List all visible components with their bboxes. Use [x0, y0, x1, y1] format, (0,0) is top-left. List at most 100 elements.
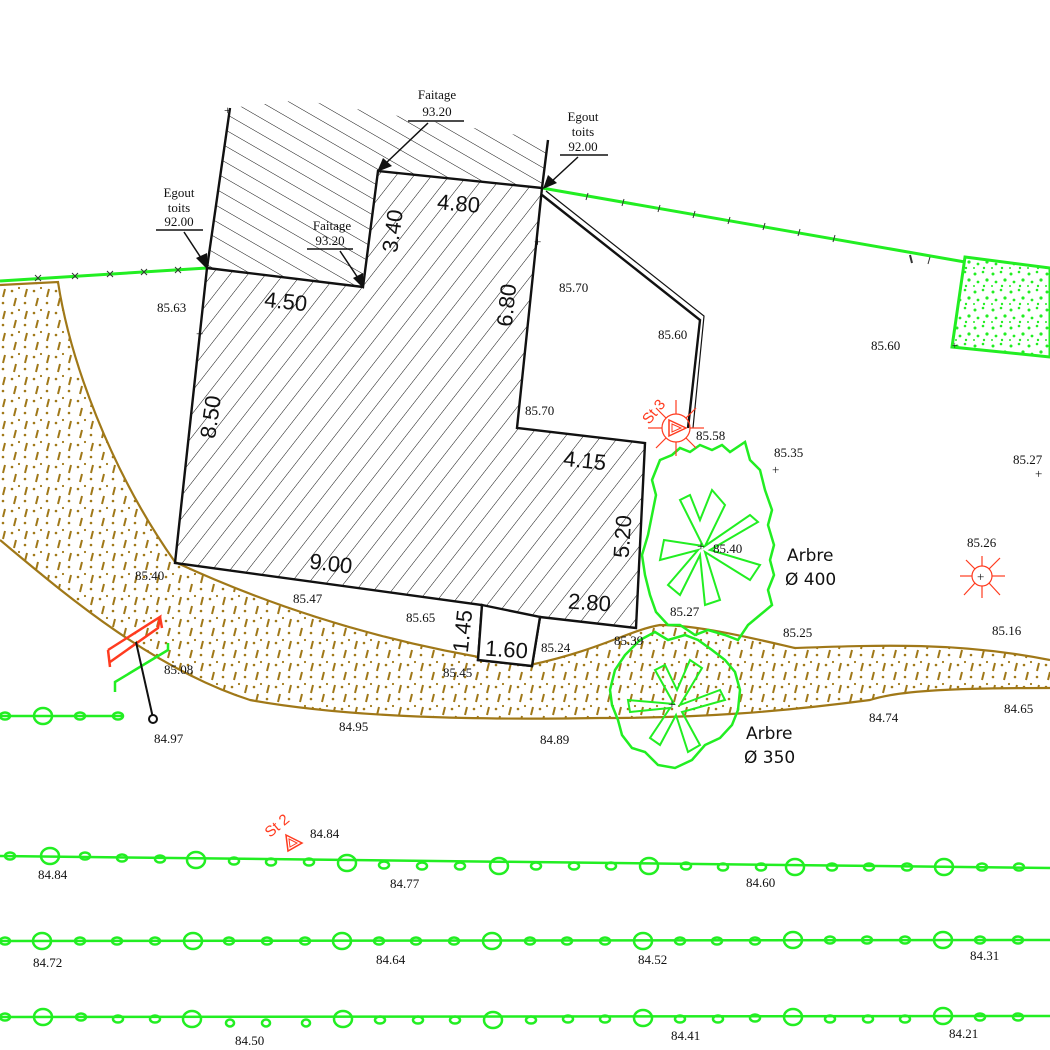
svg-text:84.21: 84.21: [949, 1026, 978, 1041]
fence-line-stub: [0, 706, 125, 726]
arrow-icon: [196, 253, 208, 270]
bench-icon: [106, 614, 170, 692]
tree-400-label: Arbre Ø 400: [785, 546, 836, 590]
svg-text:84.41: 84.41: [671, 1028, 700, 1043]
svg-text:84.77: 84.77: [390, 876, 420, 891]
svg-text:92.00: 92.00: [568, 139, 597, 154]
level-point-icon: + + + +: [196, 234, 1042, 481]
svg-text:+: +: [1035, 466, 1042, 481]
roof-upper: +: [205, 100, 550, 287]
svg-text:84.89: 84.89: [540, 732, 569, 747]
tree-350-symbol: +: [608, 630, 742, 770]
roof-annotation-faitage-mid: Faitage 93.20: [307, 218, 364, 289]
svg-text:2.80: 2.80: [567, 589, 611, 617]
svg-text:toits: toits: [572, 124, 594, 139]
svg-text:+: +: [196, 326, 203, 341]
svg-text:toits: toits: [168, 200, 190, 215]
svg-text:85.60: 85.60: [871, 338, 900, 353]
svg-text:85.35: 85.35: [774, 445, 803, 460]
tree-400-symbol: +: [640, 440, 776, 642]
svg-text:4.50: 4.50: [263, 287, 308, 316]
terrace-wall: [541, 190, 705, 429]
svg-text:8.50: 8.50: [195, 394, 226, 440]
svg-text:84.64: 84.64: [376, 952, 406, 967]
arrow-icon: [377, 158, 392, 172]
svg-text:92.00: 92.00: [164, 214, 193, 229]
svg-text:84.84: 84.84: [38, 867, 68, 882]
fence-line-2: [0, 930, 1050, 951]
arrow-icon: [543, 175, 557, 189]
svg-text:85.63: 85.63: [157, 300, 186, 315]
svg-text:+: +: [772, 462, 779, 477]
svg-text:85.27: 85.27: [1013, 452, 1043, 467]
svg-text:85.16: 85.16: [992, 623, 1022, 638]
svg-text:93.20: 93.20: [315, 233, 344, 248]
arrow-icon: [353, 273, 364, 289]
svg-text:85.08: 85.08: [164, 662, 193, 677]
svg-text:85.39: 85.39: [614, 633, 643, 648]
svg-text:85.26: 85.26: [967, 535, 997, 550]
level-labels: 85.63 85.70 85.60 85.70 85.58 85.35 85.6…: [33, 280, 1043, 1048]
svg-text:9.00: 9.00: [308, 549, 354, 579]
svg-text:85.24: 85.24: [541, 640, 571, 655]
svg-text:85.70: 85.70: [559, 280, 588, 295]
fence-line-1: [0, 846, 1050, 877]
svg-text:Ø 400: Ø 400: [785, 570, 836, 590]
svg-text:85.65: 85.65: [406, 610, 435, 625]
svg-text:84.97: 84.97: [154, 731, 184, 746]
svg-text:Egout: Egout: [163, 185, 194, 200]
manhole-icon: [135, 641, 158, 724]
svg-text:+: +: [668, 698, 676, 713]
svg-text:6.80: 6.80: [492, 283, 521, 328]
roof-annotation-egout-left: Egout toits 92.00: [156, 185, 208, 270]
svg-text:Arbre: Arbre: [787, 546, 833, 566]
svg-text:St 3: St 3: [639, 396, 669, 427]
svg-text:85.60: 85.60: [658, 327, 687, 342]
roof-annotation-egout-right: Egout toits 92.00: [543, 109, 608, 189]
tree-350-label: Arbre Ø 350: [744, 724, 795, 768]
hedge-line-north: [0, 186, 966, 283]
svg-text:+: +: [534, 234, 541, 249]
svg-text:84.60: 84.60: [746, 875, 775, 890]
svg-text:Faitage: Faitage: [313, 218, 351, 233]
svg-text:85.27: 85.27: [670, 604, 700, 619]
svg-text:84.72: 84.72: [33, 955, 62, 970]
svg-text:+: +: [977, 569, 984, 584]
svg-text:84.95: 84.95: [339, 719, 368, 734]
svg-text:3.40: 3.40: [377, 208, 408, 254]
svg-text:1.45: 1.45: [448, 609, 477, 654]
svg-text:85.40: 85.40: [713, 541, 742, 556]
svg-text:84.74: 84.74: [869, 710, 899, 725]
svg-text:93.20: 93.20: [422, 104, 451, 119]
svg-text:84.52: 84.52: [638, 952, 667, 967]
svg-text:85.25: 85.25: [783, 625, 812, 640]
lamp-post-icon: +: [960, 556, 1005, 598]
svg-text:84.84: 84.84: [310, 826, 340, 841]
dimension-labels: 4.80 3.40 4.50 6.80 8.50 4.15 5.20 9.00 …: [195, 189, 636, 663]
svg-text:+: +: [697, 540, 705, 555]
svg-text:4.80: 4.80: [436, 189, 481, 218]
svg-text:Egout: Egout: [567, 109, 598, 124]
svg-text:84.50: 84.50: [235, 1033, 264, 1048]
survey-station-icon: St 3: [639, 396, 704, 456]
svg-text:+: +: [952, 341, 958, 352]
survey-station-icon: St 2: [262, 811, 304, 853]
svg-text:85.40: 85.40: [135, 568, 164, 583]
svg-text:84.65: 84.65: [1004, 701, 1033, 716]
svg-text:85.47: 85.47: [293, 591, 323, 606]
fence-line-3: [0, 1006, 1050, 1030]
svg-text:84.31: 84.31: [970, 948, 999, 963]
svg-text:+: +: [224, 103, 231, 117]
lawn-area: +: [950, 255, 1050, 359]
svg-text:5.20: 5.20: [609, 514, 637, 558]
svg-text:1.60: 1.60: [484, 636, 528, 664]
svg-text:Faitage: Faitage: [418, 87, 456, 102]
svg-text:4.15: 4.15: [562, 446, 607, 475]
gravel-path: [0, 280, 1050, 720]
svg-text:85.58: 85.58: [696, 428, 725, 443]
svg-text:Arbre: Arbre: [746, 724, 792, 744]
roof-annotation-faitage-top: Faitage 93.20: [377, 87, 464, 172]
svg-text:Ø 350: Ø 350: [744, 748, 795, 768]
svg-text:85.70: 85.70: [525, 403, 554, 418]
